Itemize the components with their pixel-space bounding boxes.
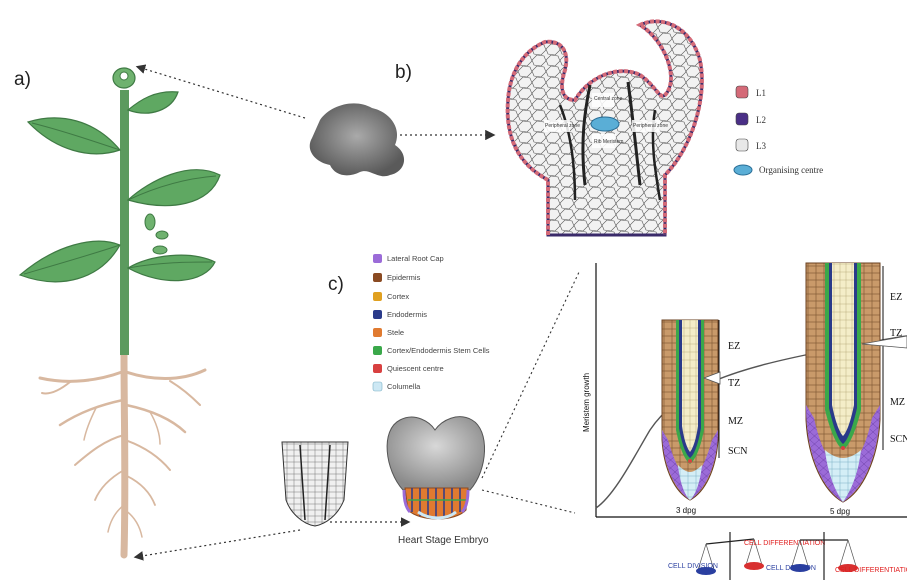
legend-swatch-oc <box>734 165 752 175</box>
root-legend-swatch-5 <box>373 346 382 355</box>
root-legend-label-3: Endodermis <box>387 310 427 319</box>
root-legend-label-5: Cortex/Endodermis Stem Cells <box>387 346 490 355</box>
graph-ylabel: Meristem growth <box>582 373 591 432</box>
root-legend-label-0: Lateral Root Cap <box>387 254 444 263</box>
heart-stage-embryo: Heart Stage Embryo <box>387 417 489 546</box>
zone-rib: Rib Meristem <box>594 139 623 145</box>
legend-swatch-l2 <box>736 113 748 125</box>
zone-mz-5dpg: MZ <box>890 397 905 408</box>
arrow-to-root <box>136 530 300 557</box>
root-3dpg: EZ TZ MZ SCN 3 dpg <box>662 320 747 515</box>
root-legend-swatch-7 <box>373 382 382 391</box>
root-legend-swatch-6 <box>373 364 382 373</box>
root-legend-label-7: Columella <box>387 382 421 391</box>
balance-3dpg: CELL DIVISION CELL DIFFERENTIATION <box>668 532 825 580</box>
root-legend-label-2: Cortex <box>387 292 409 301</box>
root-legend-label-1: Epidermis <box>387 273 421 282</box>
root-legend: Lateral Root Cap Epidermis Cortex Endode… <box>373 254 490 391</box>
root-5dpg: EZ TZ MZ SCN 5 dpg <box>806 263 907 516</box>
organising-centre <box>591 117 619 131</box>
root-legend-swatch-1 <box>373 273 382 282</box>
zone-mz-3dpg: MZ <box>728 416 743 427</box>
root-legend-swatch-2 <box>373 292 382 301</box>
legend-swatch-l3 <box>736 139 748 151</box>
root-legend-swatch-3 <box>373 310 382 319</box>
zoom-line-lower <box>482 490 575 513</box>
zone-central: Central zone <box>594 96 623 102</box>
zoom-line-upper <box>482 270 580 478</box>
meristem-legend: L1 L2 L3 Organising centre <box>734 86 823 175</box>
root-legend-swatch-4 <box>373 328 382 337</box>
roots <box>40 352 205 555</box>
balance-3dpg-division: CELL DIVISION <box>668 563 718 570</box>
embryo-caption: Heart Stage Embryo <box>398 535 489 546</box>
root-legend-swatch-0 <box>373 254 382 263</box>
zone-ez-3dpg: EZ <box>728 341 740 352</box>
legend-label-oc: Organising centre <box>759 165 823 175</box>
zone-tz-3dpg: TZ <box>728 378 740 389</box>
panel-label-b: b) <box>395 62 412 83</box>
root-legend-label-6: Quiescent centre <box>387 364 444 373</box>
shoot-apex-micrograph <box>310 103 404 176</box>
balance-3dpg-differentiation: CELL DIFFERENTIATION <box>744 540 825 547</box>
legend-label-l2: L2 <box>756 115 766 125</box>
zone-peripheral-left: Peripheral zone <box>545 123 580 129</box>
stage-label-5dpg: 5 dpg <box>830 507 850 516</box>
zone-scn-5dpg: SCN <box>890 434 907 445</box>
legend-label-l3: L3 <box>756 141 766 151</box>
zone-peripheral-right: Peripheral zone <box>633 123 668 129</box>
plant-illustration <box>20 68 220 555</box>
panel-label-a: a) <box>14 69 31 90</box>
balance-5dpg-differentiation: CELL DIFFERENTIATION <box>835 567 907 574</box>
root-tip-micrograph <box>282 442 348 526</box>
zone-ez-5dpg: EZ <box>890 292 902 303</box>
root-legend-label-4: Stele <box>387 328 404 337</box>
balance-5dpg-division: CELL DIVISION <box>766 565 816 572</box>
legend-swatch-l1 <box>736 86 748 98</box>
legend-label-l1: L1 <box>756 88 766 98</box>
shoot-meristem-diagram: Central zone Peripheral zone Peripheral … <box>508 21 702 235</box>
stage-label-3dpg: 3 dpg <box>676 506 696 515</box>
panel-label-c: c) <box>328 274 344 295</box>
zone-scn-3dpg: SCN <box>728 446 747 457</box>
